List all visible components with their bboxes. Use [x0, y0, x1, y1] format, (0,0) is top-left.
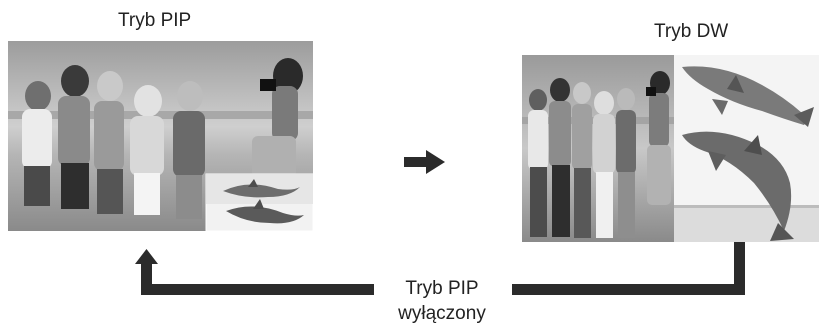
dw-mode-screen — [522, 55, 819, 242]
dw-left-children-photo — [522, 55, 674, 242]
pip-mode-screen — [8, 41, 313, 231]
pip-inset-window — [205, 173, 313, 231]
pip-off-label-line2: wyłączony — [398, 303, 486, 324]
dw-right-dolphins-photo — [674, 55, 819, 242]
children-on-beach-photo — [8, 41, 313, 231]
up-arrow-icon — [135, 249, 158, 264]
right-arrow-icon — [404, 150, 445, 174]
pip-mode-title: Tryb PIP — [118, 10, 192, 31]
pip-off-label: Tryb PIP wyłączony — [372, 276, 512, 326]
return-arrow — [135, 242, 745, 295]
pip-off-label-line1: Tryb PIP — [405, 278, 479, 299]
dw-mode-title: Tryb DW — [654, 21, 729, 42]
dual-window-photo — [522, 55, 819, 242]
